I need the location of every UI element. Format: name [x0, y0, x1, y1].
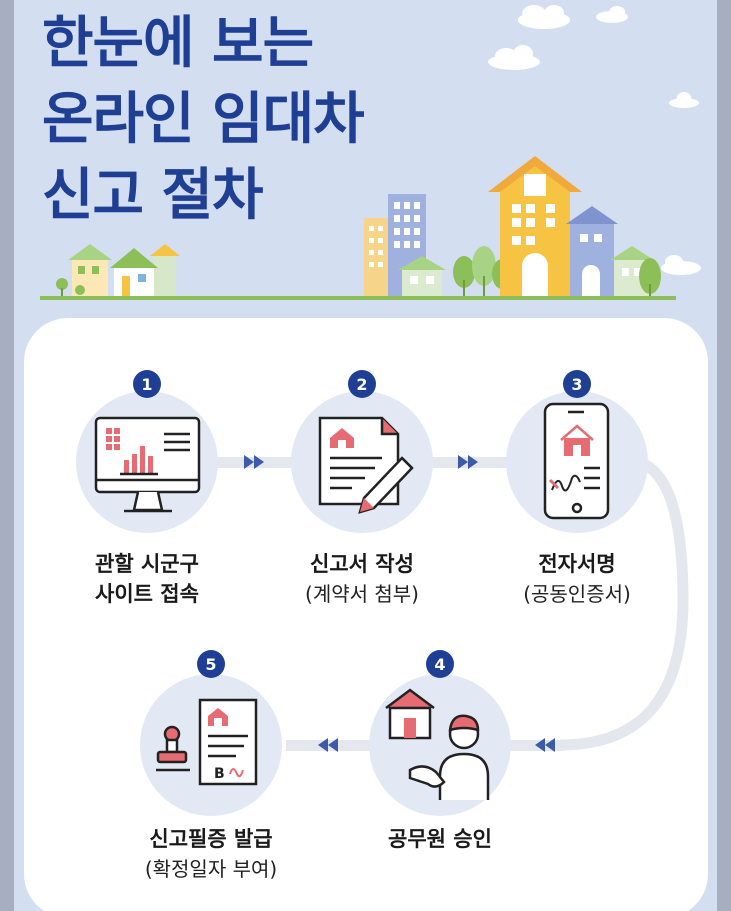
title-line-2: 온라인 임대차 [42, 87, 365, 152]
arrow-right-icon [468, 455, 478, 469]
procedure-diagram: 1 2 3 4 5 [76, 370, 689, 816]
document-pen-icon [318, 416, 414, 514]
step-3-label: 전자서명 (공동인증서) [523, 549, 631, 609]
computer-monitor-chart-icon [94, 416, 201, 513]
step-1-label: 관할 시군구 사이트 접속 [95, 549, 199, 609]
arrow-left-icon [545, 738, 555, 752]
page-title: 한눈에 보는 온라인 임대차 신고 절차 [42, 6, 365, 234]
left-houses [56, 244, 180, 296]
ground-line [40, 296, 676, 300]
step-3-number: 3 [571, 375, 582, 394]
step-3-subtitle: (공동인증서) [523, 582, 631, 606]
arrow-right-icon [254, 455, 264, 469]
certificate-stamp-icon: B [156, 698, 258, 786]
step-badges: 1 2 3 4 5 [133, 370, 591, 678]
step-4-title: 공무원 승인 [388, 827, 492, 851]
step-4-label: 공무원 승인 [388, 824, 492, 854]
step-2-label: 신고서 작성 (계약서 첨부) [305, 549, 419, 609]
step-1-title: 관할 시군구 [95, 552, 199, 576]
step-3-title: 전자서명 [538, 552, 616, 576]
svg-text:B: B [214, 766, 225, 782]
arrow-right-icon [244, 455, 254, 469]
step-2-subtitle: (계약서 첨부) [305, 582, 419, 606]
flow-arrows [244, 455, 555, 752]
step-1-subtitle: 사이트 접속 [95, 582, 199, 606]
city-scene [40, 5, 701, 300]
step-2-title: 신고서 작성 [310, 552, 414, 576]
title-line-3: 신고 절차 [42, 163, 264, 228]
step-5-number: 5 [205, 655, 216, 674]
step-5-title: 신고필증 발급 [149, 827, 273, 851]
step-5-label: 신고필증 발급 (확정일자 부여) [145, 824, 277, 884]
clouds [488, 5, 701, 275]
arrow-left-icon [328, 738, 338, 752]
step-2-number: 2 [356, 375, 367, 394]
title-line-1: 한눈에 보는 [42, 11, 314, 76]
right-buildings [364, 156, 661, 296]
step-5-subtitle: (확정일자 부여) [144, 857, 278, 881]
arrow-left-icon [535, 738, 545, 752]
arrow-left-icon [318, 738, 328, 752]
step-4-number: 4 [434, 655, 445, 674]
step-1-number: 1 [141, 375, 152, 394]
smartphone-signature-icon [543, 402, 610, 520]
official-house-icon [385, 688, 490, 800]
arrow-right-icon [458, 455, 468, 469]
